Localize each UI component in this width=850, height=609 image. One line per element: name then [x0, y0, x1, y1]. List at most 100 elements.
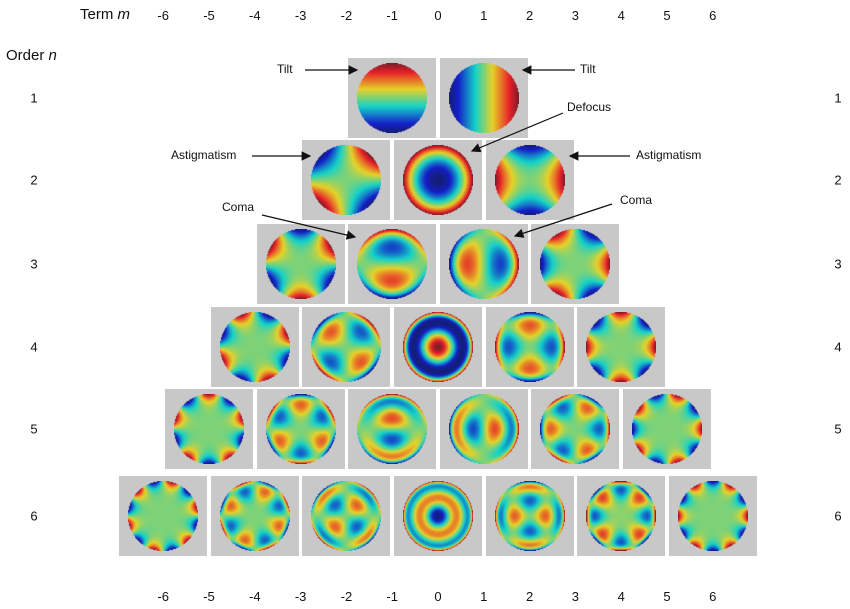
zernike-disk [540, 394, 611, 464]
zernike-mode-image [540, 229, 611, 299]
zernike-mode-image [540, 394, 611, 464]
term-tick-bottom: 6 [709, 589, 717, 604]
term-tick-bottom: -1 [386, 589, 398, 604]
zernike-tile [165, 389, 253, 469]
zernike-mode-image [586, 312, 657, 382]
zernike-tile [394, 140, 482, 220]
order-label-left: 5 [30, 421, 38, 437]
zernike-mode-image [494, 481, 565, 551]
zernike-disk [586, 312, 657, 382]
zernike-mode-image [357, 63, 428, 133]
zernike-disk [494, 312, 565, 382]
zernike-tile [119, 476, 208, 556]
order-label-left: 1 [30, 90, 38, 106]
term-tick-bottom: -3 [294, 589, 307, 604]
zernike-tile [439, 224, 528, 304]
order-axis-title: Order n [6, 47, 57, 64]
zernike-disk [219, 312, 290, 382]
order-label-left: 4 [30, 339, 38, 355]
zernike-mode-image [448, 63, 519, 133]
zernike-mode-image [174, 394, 244, 464]
term-tick-top: -4 [249, 8, 261, 23]
term-tick-bottom: 0 [434, 589, 442, 604]
zernike-mode-image [494, 145, 565, 215]
zernike-tile [531, 224, 620, 304]
zernike-mode-image [265, 394, 336, 464]
term-tick-bottom: -4 [249, 589, 261, 604]
zernike-tile [485, 476, 574, 556]
zernike-disk [632, 394, 702, 464]
term-tick-top: 1 [480, 8, 488, 23]
zernike-tile [577, 476, 666, 556]
order-label-right: 6 [834, 508, 842, 524]
label-tilt-right: Tilt [580, 62, 596, 76]
zernike-tile [485, 307, 574, 387]
zernike-disk [403, 145, 473, 215]
term-tick-top: 3 [571, 8, 579, 23]
label-astigmatism-left: Astigmatism [171, 148, 237, 162]
zernike-mode-image [586, 481, 657, 551]
term-tick-bottom: -6 [157, 589, 169, 604]
zernike-disk [403, 481, 473, 551]
zernike-disk [128, 481, 199, 551]
zernike-tile [256, 224, 345, 304]
zernike-disk [403, 312, 473, 382]
zernike-tile [210, 476, 299, 556]
zernike-tile [531, 389, 620, 469]
zernike-disk [448, 229, 519, 299]
term-tick-bottom: 5 [663, 589, 671, 604]
order-label-left: 2 [30, 172, 38, 188]
label-coma-left: Coma [222, 200, 255, 214]
zernike-disk [357, 394, 428, 464]
zernike-tile [302, 140, 391, 220]
order-label-right: 2 [834, 172, 842, 188]
term-tick-top: 2 [525, 8, 534, 23]
order-label-right: 4 [834, 339, 842, 355]
zernike-disk [586, 481, 657, 551]
zernike-tile [210, 307, 299, 387]
zernike-tile [348, 224, 437, 304]
zernike-mode-image [311, 145, 382, 215]
zernike-mode-image [219, 312, 290, 382]
label-tilt-left: Tilt [277, 62, 293, 76]
zernike-disk [265, 229, 336, 299]
zernike-mode-image [448, 229, 519, 299]
term-tick-top: -2 [340, 8, 353, 23]
zernike-disk [174, 394, 244, 464]
order-label-right: 5 [834, 421, 842, 437]
term-tick-top: -5 [203, 8, 215, 23]
term-tick-bottom: 3 [571, 589, 579, 604]
zernike-disk [357, 63, 428, 133]
zernike-mode-image [403, 481, 473, 551]
term-tick-bottom: -5 [203, 589, 215, 604]
zernike-mode-image [311, 481, 382, 551]
zernike-mode-image [403, 312, 473, 382]
zernike-disk [448, 63, 519, 133]
zernike-disk [357, 229, 428, 299]
term-tick-top: 6 [709, 8, 717, 23]
term-tick-top: -6 [157, 8, 169, 23]
zernike-tile [302, 476, 391, 556]
order-label-right: 3 [834, 256, 842, 272]
term-tick-bottom: 4 [617, 589, 625, 604]
zernike-tile [439, 58, 528, 138]
label-defocus: Defocus [567, 100, 612, 114]
zernike-disk [540, 229, 611, 299]
order-label-right: 1 [834, 90, 842, 106]
zernike-mode-image [128, 481, 199, 551]
zernike-disk [677, 481, 748, 551]
zernike-mode-image [632, 394, 702, 464]
term-axis-title: Term m [80, 6, 131, 23]
zernike-tile [394, 307, 482, 387]
zernike-disk [494, 481, 565, 551]
zernike-tile [439, 389, 528, 469]
zernike-disk [448, 394, 519, 464]
label-coma-right: Coma [620, 193, 653, 207]
term-tick-top: 5 [663, 8, 671, 23]
zernike-tile [623, 389, 711, 469]
order-label-left: 6 [30, 508, 38, 524]
zernike-disk [311, 481, 382, 551]
term-tick-bottom: -2 [340, 589, 353, 604]
zernike-mode-image [265, 229, 336, 299]
order-label-left: 3 [30, 256, 38, 272]
